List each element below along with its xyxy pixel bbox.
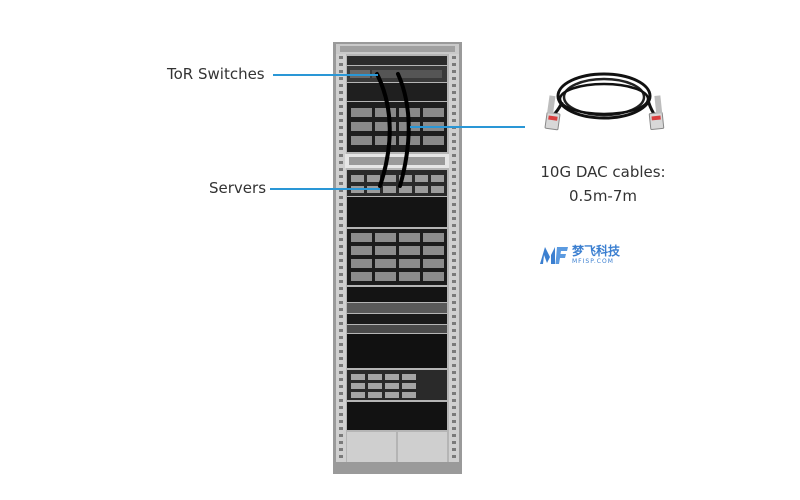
dac-caption-line2: 0.5m-7m <box>568 187 638 205</box>
logo-url: MFISP.COM <box>572 258 614 265</box>
dac-caption-line1: 10G DAC cables: <box>540 163 666 181</box>
dac-cables-caption: 10G DAC cables: 0.5m-7m <box>513 160 693 208</box>
tor-switch-unit <box>347 56 447 101</box>
logo-name: 梦飞科技 <box>572 244 621 258</box>
tor-callout-line <box>273 74 378 76</box>
mfisp-logo: 梦飞科技 MFISP.COM <box>539 245 620 265</box>
tor-switches-label: ToR Switches <box>167 65 265 83</box>
servers-label: Servers <box>209 179 267 197</box>
dac-cables-in-rack <box>375 72 411 188</box>
mf-logo-icon <box>540 247 568 264</box>
dac-callout-line <box>410 126 525 128</box>
dac-cable-coil-image <box>544 72 665 131</box>
servers-callout-line <box>270 188 380 190</box>
